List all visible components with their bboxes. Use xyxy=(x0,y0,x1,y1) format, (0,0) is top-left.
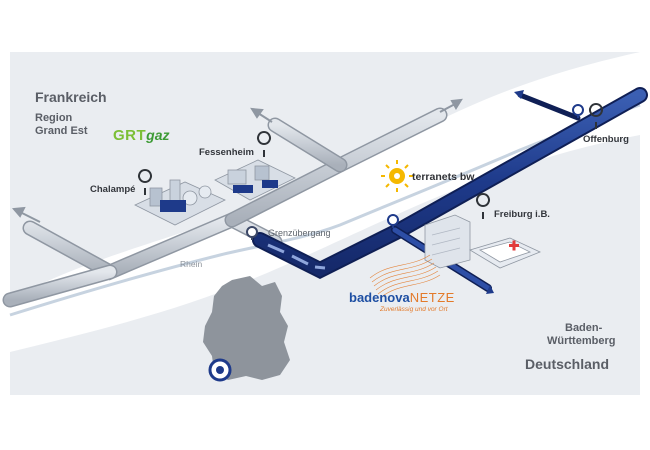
region-deutschland: Deutschland xyxy=(525,356,610,372)
badenova-logo-icon xyxy=(369,254,441,299)
french-pipeline-network xyxy=(2,107,448,308)
place-chalampe: Chalampé xyxy=(90,184,136,195)
location-pin-icon xyxy=(138,103,603,219)
place-offenburg: Offenburg xyxy=(583,134,629,145)
river-rhein: Rhein xyxy=(180,259,203,269)
pipeline-section-marks xyxy=(267,243,326,270)
germany-silhouette xyxy=(203,276,290,380)
place-freiburg: Freiburg i.B. xyxy=(494,209,550,220)
valve-icon xyxy=(246,104,584,240)
freiburg-buildings xyxy=(424,214,542,269)
region-frankreich: Frankreich xyxy=(35,89,107,105)
blue-flow-arrows xyxy=(486,90,524,294)
region-grand-est-line1: Region xyxy=(35,112,73,124)
terranets-logo-icon xyxy=(381,160,413,192)
region-grand-est-line2: Grand Est xyxy=(35,125,88,137)
hospital-cross-icon xyxy=(509,240,519,251)
grtgaz-logo: GRTgaz xyxy=(113,127,170,145)
terranets-logo-text: terranets bw xyxy=(412,171,475,183)
rhine-plain-band xyxy=(10,52,640,352)
grtgaz-logo-grt: GRT xyxy=(113,127,147,144)
badenova-logo-netze: NETZE xyxy=(409,290,455,305)
region-baden-line2: Württemberg xyxy=(547,335,616,347)
badenova-logo-text: badenovaNETZE xyxy=(349,290,455,305)
grtgaz-logo-gaz: gaz xyxy=(146,127,170,143)
chalampe-plant xyxy=(134,179,226,226)
germany-location-marker xyxy=(208,358,232,382)
place-grenzuebergang: Grenzübergang xyxy=(268,228,331,238)
region-baden-line1: Baden- xyxy=(565,322,603,334)
fessenheim-plant xyxy=(214,159,296,201)
place-fessenheim: Fessenheim xyxy=(199,147,254,158)
badenova-logo-bold: badenova xyxy=(349,290,410,305)
badenova-tagline: Zuverlässig und vor Ort xyxy=(380,306,448,313)
grey-flow-arrows xyxy=(11,98,463,223)
